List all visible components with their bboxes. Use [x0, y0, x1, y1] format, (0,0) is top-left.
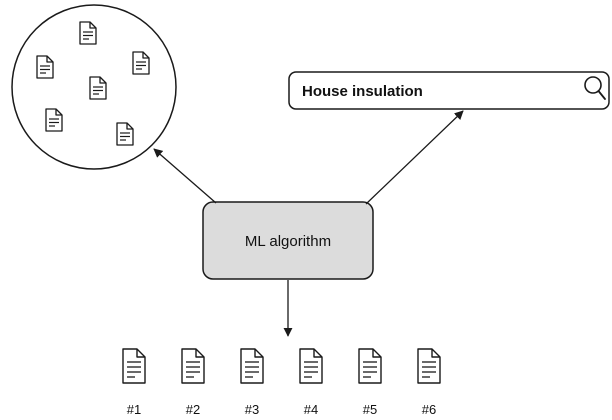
- document-icon: [358, 348, 382, 384]
- ranked-result-item: #6: [417, 348, 441, 417]
- document-corpus: [11, 4, 177, 170]
- document-icon: [79, 21, 97, 45]
- document-icon: [299, 348, 323, 384]
- rank-label: #2: [186, 402, 200, 417]
- document-icon: [36, 55, 54, 79]
- document-icon: [132, 51, 150, 75]
- rank-label: #5: [363, 402, 377, 417]
- search-query: House insulation: [302, 83, 423, 100]
- rank-label: #4: [304, 402, 318, 417]
- document-icon: [181, 348, 205, 384]
- search-icon[interactable]: [584, 76, 606, 100]
- document-icon: [116, 122, 134, 146]
- rank-label: #3: [245, 402, 259, 417]
- rank-label: #6: [422, 402, 436, 417]
- ranked-result-item: #5: [358, 348, 382, 417]
- document-icon: [45, 108, 63, 132]
- document-icon: [240, 348, 264, 384]
- ranked-results: #1 #2 #3 #4 #5 #6: [122, 348, 441, 417]
- ml-algorithm-label: ML algorithm: [245, 233, 331, 250]
- ranked-result-item: #1: [122, 348, 146, 417]
- ranked-result-item: #4: [299, 348, 323, 417]
- document-icon: [89, 76, 107, 100]
- document-icon: [122, 348, 146, 384]
- ranked-result-item: #3: [240, 348, 264, 417]
- search-bar[interactable]: House insulation: [288, 71, 610, 110]
- ml-algorithm-box: ML algorithm: [202, 201, 374, 280]
- document-icon: [417, 348, 441, 384]
- arrow-to-corpus: [153, 148, 217, 204]
- rank-label: #1: [127, 402, 141, 417]
- arrow-to-search-bar: [365, 110, 464, 205]
- ranked-result-item: #2: [181, 348, 205, 417]
